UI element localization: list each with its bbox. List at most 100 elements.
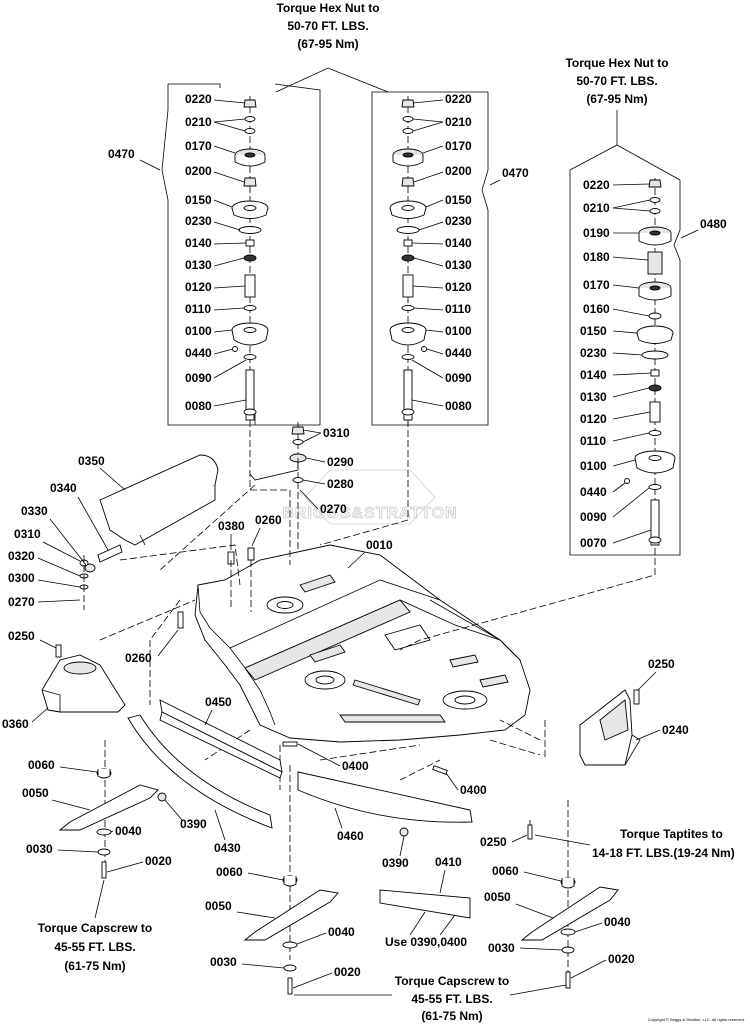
label-0380: 0380 xyxy=(218,519,245,533)
label-c-0470: 0470 xyxy=(502,166,529,180)
label-0460: 0460 xyxy=(337,829,364,843)
label-r-0070: 0070 xyxy=(580,536,607,550)
use-note: Use 0390,0400 xyxy=(385,935,467,949)
label-idler-0270: 0270 xyxy=(320,502,347,516)
right-torque-line-2: 50-70 FT. LBS. xyxy=(576,74,657,88)
label-c-0110: 0110 xyxy=(445,302,471,316)
label-r-0190: 0190 xyxy=(583,226,610,240)
label-0390-center: 0390 xyxy=(382,856,409,870)
label-br-0030: 0030 xyxy=(488,941,515,955)
label-c-0200: 0200 xyxy=(445,164,472,178)
label-bl-0050: 0050 xyxy=(22,786,49,800)
label-r-0480: 0480 xyxy=(700,217,727,231)
label-c-0080: 0080 xyxy=(445,399,472,413)
label-l-0440: 0440 xyxy=(185,346,212,360)
capscrew-bottom-1: Torque Capscrew to xyxy=(395,974,509,988)
label-l-0150: 0150 xyxy=(185,193,212,207)
deck-0010: 0010 xyxy=(194,538,531,743)
label-l-0090: 0090 xyxy=(185,371,212,385)
taptite-0250: 0250 Torque Taptites to 14-18 FT. LBS.(1… xyxy=(480,824,735,860)
label-0400-a: 0400 xyxy=(342,759,369,773)
label-0450: 0450 xyxy=(205,695,232,709)
label-0240: 0240 xyxy=(662,723,689,737)
blade-left: 0060 0050 0040 0030 0020 xyxy=(22,758,172,879)
label-c-0090: 0090 xyxy=(445,371,472,385)
top-torque-line-1: Torque Hex Nut to xyxy=(276,1,379,15)
label-l-0110: 0110 xyxy=(185,302,211,316)
label-c-0440: 0440 xyxy=(445,346,472,360)
label-c-0140: 0140 xyxy=(445,236,472,250)
label-c-0120: 0120 xyxy=(445,280,472,294)
label-0400-b: 0400 xyxy=(460,783,487,797)
label-l-0140: 0140 xyxy=(185,236,212,250)
label-0340: 0340 xyxy=(50,481,77,495)
label-l-0080: 0080 xyxy=(185,399,212,413)
right-torque-line-3: (67-95 Nm) xyxy=(586,92,647,106)
baffle-0450: 0450 xyxy=(159,695,283,779)
label-r-0090: 0090 xyxy=(580,510,607,524)
label-c-0150: 0150 xyxy=(445,193,472,207)
capscrew-left-3: (61-75 Nm) xyxy=(64,959,125,973)
baffle-0430: 0430 0390 xyxy=(127,714,273,855)
left-spindle-frame xyxy=(161,83,321,426)
label-0430: 0430 xyxy=(214,841,241,855)
deck-hardware: 0380 0260 0260 xyxy=(125,513,282,665)
label-bc-0030: 0030 xyxy=(210,955,237,969)
center-spindle-frame xyxy=(371,91,489,426)
label-0390-left: 0390 xyxy=(180,817,207,831)
label-l-0130: 0130 xyxy=(185,258,212,272)
right-spindle-parts xyxy=(624,178,676,548)
label-0310-left: 0310 xyxy=(14,527,41,541)
label-br-0040: 0040 xyxy=(604,915,631,929)
watermark-logo: BRIGGS&STRATTON xyxy=(282,469,457,525)
label-l-0120: 0120 xyxy=(185,280,212,294)
label-bc-0040: 0040 xyxy=(328,925,355,939)
label-l-0100: 0100 xyxy=(185,324,212,338)
label-bc-0060: 0060 xyxy=(216,865,243,879)
label-r-0220: 0220 xyxy=(583,178,610,192)
label-r-0130: 0130 xyxy=(580,390,607,404)
label-0260-top: 0260 xyxy=(255,513,282,527)
left-spindle-parts xyxy=(231,96,269,421)
label-bl-0060: 0060 xyxy=(28,758,55,772)
label-idler-0290: 0290 xyxy=(327,455,354,469)
baffle-bolts: 0400 0400 xyxy=(282,741,487,797)
label-bl-0040: 0040 xyxy=(115,824,142,838)
label-bl-0030: 0030 xyxy=(26,842,53,856)
label-0270-left: 0270 xyxy=(8,595,35,609)
top-torque-line-3: (67-95 Nm) xyxy=(297,37,358,51)
capscrew-bottom-3: (61-75 Nm) xyxy=(421,1009,482,1023)
label-0350: 0350 xyxy=(78,454,105,468)
label-c-0130: 0130 xyxy=(445,258,472,272)
label-0010: 0010 xyxy=(366,538,393,552)
label-br-0050: 0050 xyxy=(484,890,511,904)
label-r-0230: 0230 xyxy=(580,346,607,360)
watermark-text: BRIGGS&STRATTON xyxy=(282,505,457,522)
label-c-0220: 0220 xyxy=(445,92,472,106)
plate-0410: 0410 Use 0390,0400 xyxy=(379,855,471,949)
label-r-0170: 0170 xyxy=(583,278,610,292)
label-c-0170: 0170 xyxy=(445,139,472,153)
label-l-0230: 0230 xyxy=(185,214,212,228)
label-c-0210: 0210 xyxy=(445,115,472,129)
label-0250-left: 0250 xyxy=(8,629,35,643)
label-0410: 0410 xyxy=(435,855,462,869)
label-l-0200: 0200 xyxy=(185,164,212,178)
label-bl-0020: 0020 xyxy=(145,854,172,868)
label-c-0230: 0230 xyxy=(445,214,472,228)
idler-parts: 0310 0290 0280 0270 xyxy=(249,422,354,560)
label-r-0210: 0210 xyxy=(583,201,610,215)
left-pulley-parts: 0340 0330 0310 0320 0300 0270 xyxy=(8,481,123,610)
label-0250-center: 0250 xyxy=(480,835,507,849)
label-r-0150: 0150 xyxy=(580,324,607,338)
label-br-0060: 0060 xyxy=(492,864,519,878)
taptite-note-2: 14-18 FT. LBS.(19-24 Nm) xyxy=(592,846,735,860)
blade-center: 0060 0050 0040 0030 0020 xyxy=(205,865,361,995)
center-spindle-parts xyxy=(389,96,427,421)
right-shield-0240: 0250 0240 xyxy=(579,657,689,766)
capscrew-left-1: Torque Capscrew to xyxy=(38,921,152,935)
label-r-0180: 0180 xyxy=(583,250,610,264)
label-r-0160: 0160 xyxy=(583,302,610,316)
capscrew-note-bottom: Torque Capscrew to 45-55 FT. LBS. (61-75… xyxy=(294,974,567,1023)
